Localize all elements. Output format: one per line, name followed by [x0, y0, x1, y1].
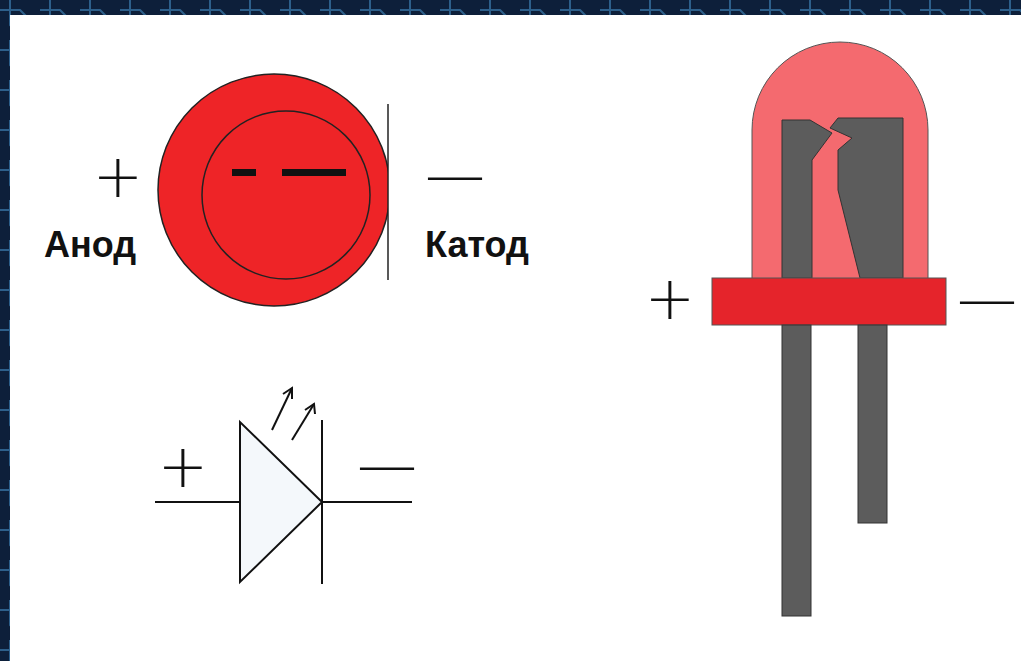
- white-panel: [10, 15, 1021, 661]
- anode-label: Анод: [44, 227, 136, 263]
- cathode-sign: —: [425, 144, 485, 204]
- anode-sign: +: [645, 268, 695, 328]
- cathode-sign: —: [957, 268, 1017, 328]
- led-top-view: [158, 74, 390, 306]
- anode-sign: +: [93, 146, 143, 206]
- led-side-view: [712, 42, 946, 616]
- cathode-sign: —: [357, 434, 417, 494]
- anode-sign: +: [158, 436, 208, 496]
- cathode-label: Катод: [425, 227, 529, 263]
